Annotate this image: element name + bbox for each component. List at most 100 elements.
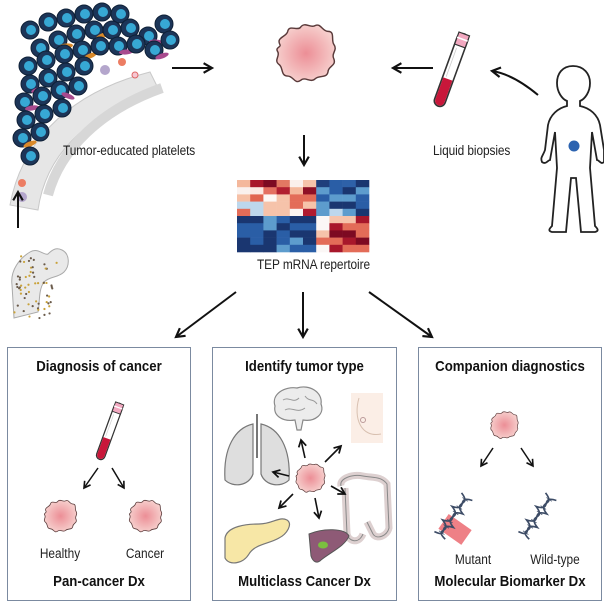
heatmap-cell bbox=[250, 187, 264, 195]
blood-tube-icon bbox=[431, 31, 471, 109]
heatmap-cell bbox=[355, 230, 370, 238]
arrow-to-cancer bbox=[111, 467, 125, 490]
heatmap-cell bbox=[237, 244, 251, 253]
heatmap-cell bbox=[342, 237, 357, 246]
heatmap-cell bbox=[250, 208, 264, 217]
panel-title: Identify tumor type bbox=[245, 358, 364, 375]
wildtype-label: Wild-type bbox=[530, 552, 580, 567]
heatmap-cell bbox=[303, 244, 317, 253]
heatmap-cell bbox=[237, 180, 251, 188]
heatmap-cell bbox=[263, 208, 277, 217]
heatmap-cell bbox=[276, 194, 291, 202]
heatmap-cell bbox=[329, 187, 343, 195]
heatmap-cell bbox=[303, 201, 317, 210]
brain-icon bbox=[273, 386, 323, 431]
heatmap-cell bbox=[355, 216, 370, 224]
heatmap-cell bbox=[276, 187, 291, 195]
heatmap-cell bbox=[237, 237, 251, 246]
heatmap-cell bbox=[342, 223, 357, 231]
heatmap-cell bbox=[355, 201, 370, 210]
liver-icon bbox=[308, 529, 350, 563]
liquid-biopsies-label: Liquid biopsies bbox=[433, 143, 511, 158]
heatmap-cell bbox=[237, 194, 251, 202]
arrow-patient-to-biopsy bbox=[489, 66, 539, 96]
heatmap-cell bbox=[329, 230, 343, 238]
arrow-to-mutant bbox=[480, 447, 494, 468]
heatmap-cell bbox=[303, 208, 317, 217]
heatmap-cell bbox=[289, 223, 304, 231]
heatmap-cell bbox=[355, 237, 370, 246]
heatmap-cell bbox=[303, 230, 317, 238]
heatmap-cell bbox=[355, 223, 370, 231]
heatmap-cell bbox=[250, 237, 264, 246]
heatmap-cell bbox=[237, 201, 251, 210]
panel-companion: Companion diagnostics Mutant Wild-type M… bbox=[418, 347, 602, 601]
panel-pan-cancer-art bbox=[43, 401, 163, 533]
heatmap-cell bbox=[303, 223, 317, 231]
patient-figure-icon bbox=[540, 65, 604, 233]
heatmap-cell bbox=[263, 223, 277, 231]
heatmap-cell bbox=[263, 244, 277, 253]
panel-footer: Pan-cancer Dx bbox=[53, 573, 145, 590]
colon-icon bbox=[337, 472, 393, 545]
heatmap-cell bbox=[276, 208, 291, 217]
heatmap-cell bbox=[276, 237, 291, 246]
heatmap-cell bbox=[329, 216, 343, 224]
heatmap-cell bbox=[316, 208, 330, 217]
heatmap-cell bbox=[342, 187, 357, 195]
heatmap-cell bbox=[303, 237, 317, 246]
platelet-icon bbox=[295, 463, 326, 493]
panel-pan-cancer: Diagnosis of cancer Healthy Cancer Pan-c… bbox=[7, 347, 191, 601]
heatmap-cell bbox=[342, 201, 357, 210]
arrow-to-companion bbox=[368, 291, 434, 339]
heatmap-cell bbox=[289, 216, 304, 224]
heatmap-cell bbox=[237, 230, 251, 238]
heatmap-cell bbox=[276, 201, 291, 210]
heatmap-cell bbox=[342, 244, 357, 253]
organ-arrows bbox=[271, 438, 347, 520]
heatmap-cell bbox=[263, 216, 277, 224]
heatmap-cell bbox=[355, 244, 370, 253]
heatmap-cell bbox=[316, 230, 330, 238]
heatmap-cell bbox=[250, 216, 264, 224]
heatmap-cell bbox=[250, 244, 264, 253]
heatmap-cell bbox=[250, 230, 264, 238]
heatmap-cell bbox=[289, 187, 304, 195]
heatmap-cell bbox=[355, 187, 370, 195]
lung-icon bbox=[224, 414, 290, 486]
healthy-platelet-icon bbox=[43, 499, 78, 533]
cancer-platelet-icon bbox=[128, 499, 163, 533]
heatmap-cell bbox=[329, 244, 343, 253]
panel-multiclass-art bbox=[224, 386, 393, 564]
heatmap-cell bbox=[263, 230, 277, 238]
heatmap-cell bbox=[276, 180, 291, 188]
heatmap-cell bbox=[250, 194, 264, 202]
heatmap-cell bbox=[237, 216, 251, 224]
heatmap-cell bbox=[316, 187, 330, 195]
wildtype-dna-icon bbox=[517, 491, 558, 541]
heatmap-cell bbox=[303, 216, 317, 224]
heatmap-cell bbox=[316, 216, 330, 224]
mutant-dna-icon bbox=[433, 491, 474, 545]
heatmap-cell bbox=[237, 187, 251, 195]
heatmap-cell bbox=[329, 201, 343, 210]
heatmap-cell bbox=[303, 180, 317, 188]
heatmap-cell bbox=[355, 194, 370, 202]
heatmap-label: TEP mRNA repertoire bbox=[257, 257, 370, 272]
heatmap-cell bbox=[276, 223, 291, 231]
heatmap-cell bbox=[342, 208, 357, 217]
panel-companion-art bbox=[433, 411, 558, 545]
heatmap-cell bbox=[289, 201, 304, 210]
mutant-label: Mutant bbox=[454, 552, 492, 567]
heatmap-cell bbox=[289, 244, 304, 253]
heatmap-cell bbox=[342, 180, 357, 188]
heatmap-cell bbox=[329, 223, 343, 231]
bone-marrow-icon bbox=[11, 248, 69, 320]
heatmap-cell bbox=[263, 180, 277, 188]
platelet-icon bbox=[275, 23, 337, 83]
panel-title: Diagnosis of cancer bbox=[36, 358, 162, 375]
heatmap-cell bbox=[250, 180, 264, 188]
heatmap-cell bbox=[289, 230, 304, 238]
heatmap-cell bbox=[355, 180, 370, 188]
cancer-label: Cancer bbox=[125, 546, 165, 561]
